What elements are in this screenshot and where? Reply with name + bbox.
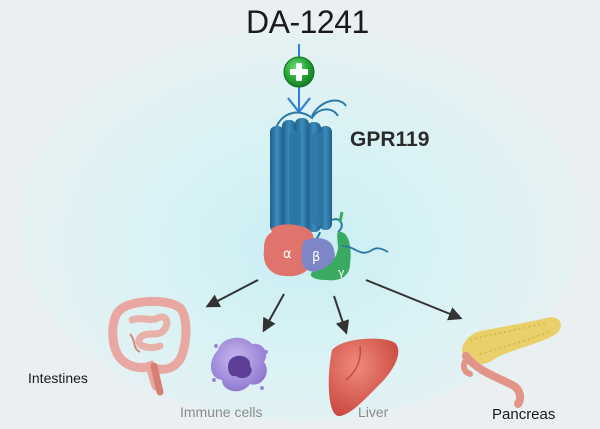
liver-label: Liver [358, 404, 389, 420]
receptor-name: GPR119 [350, 128, 430, 151]
immune-cell-icon [210, 337, 268, 392]
gamma-label: γ [338, 266, 345, 279]
pancreas-icon [460, 317, 561, 408]
intestines-label: Intestines [28, 370, 88, 386]
liver-icon [328, 338, 399, 417]
immune-cells-label: Immune cells [180, 404, 263, 420]
intestines-icon [108, 296, 191, 396]
beta-label: β [312, 250, 320, 265]
effect-arrows [205, 279, 463, 335]
plus-circle-icon [283, 56, 315, 88]
alpha-label: α [283, 247, 292, 262]
pancreas-label: Pancreas [492, 406, 556, 423]
g-protein-complex [263, 211, 389, 281]
gpr119-receptor-icon [270, 99, 347, 244]
drug-name: DA-1241 [246, 4, 369, 40]
